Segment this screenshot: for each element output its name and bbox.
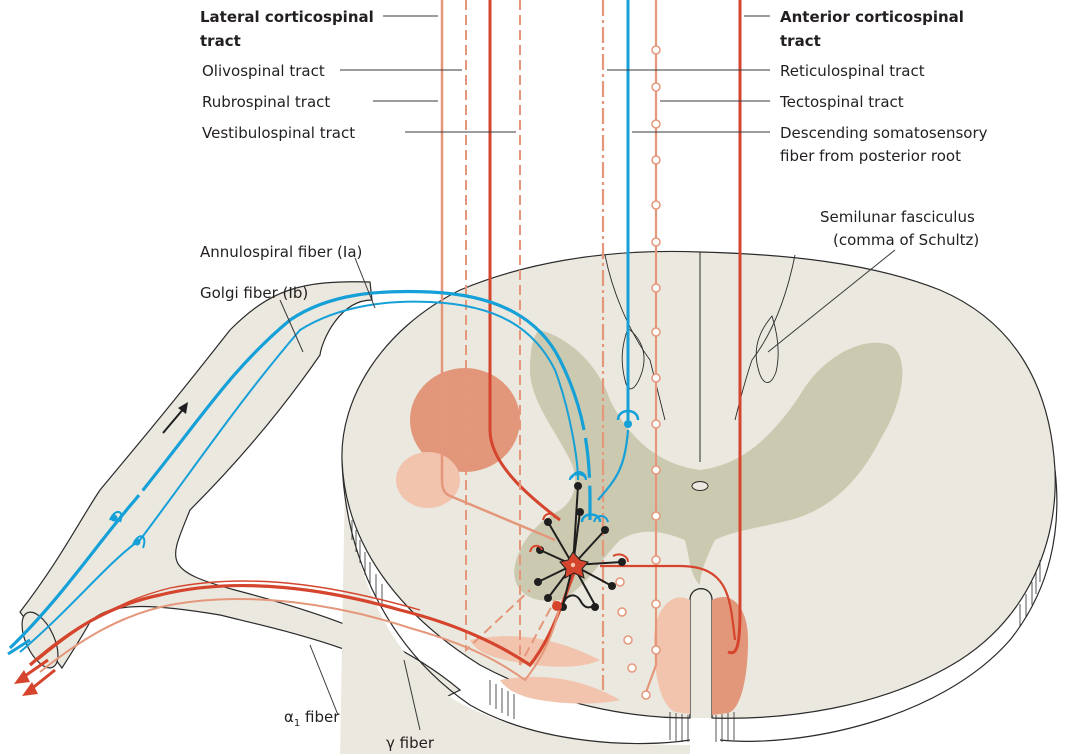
label-descending-somatosensory-1: Descending somatosensory — [780, 124, 988, 142]
label-vestibulospinal: Vestibulospinal tract — [202, 124, 355, 142]
gamma-bouton — [552, 601, 562, 611]
label-rubrospinal: Rubrospinal tract — [202, 93, 330, 111]
spinal-cord — [340, 251, 1057, 754]
label-semilunar-2: (comma of Schultz) — [833, 231, 979, 249]
label-olivospinal: Olivospinal tract — [202, 62, 325, 80]
label-lateral-corticospinal-2: tract — [200, 32, 241, 50]
label-golgi: Golgi fiber (Ib) — [200, 284, 308, 302]
alpha-motor-neuron-nucleus — [571, 563, 575, 567]
label-descending-somatosensory-2: fiber from posterior root — [780, 147, 961, 165]
motor-output-arrowhead — [14, 670, 30, 684]
label-annulospiral: Annulospiral fiber (Ia) — [200, 243, 362, 261]
label-gamma: γ fiber — [386, 734, 435, 752]
label-lateral-corticospinal-1: Lateral corticospinal — [200, 8, 374, 26]
label-semilunar-1: Semilunar fasciculus — [820, 208, 975, 226]
label-alpha1: α1 fiber — [284, 708, 340, 729]
label-reticulospinal: Reticulospinal tract — [780, 62, 925, 80]
rubrospinal-area — [396, 452, 460, 508]
label-anterior-corticospinal-2: tract — [780, 32, 821, 50]
label-anterior-corticospinal-1: Anterior corticospinal — [780, 8, 964, 26]
label-tectospinal: Tectospinal tract — [779, 93, 904, 111]
descending-somatosensory-bouton — [624, 420, 632, 428]
anterior-median-fissure — [690, 589, 712, 718]
label-alpha1-rest: fiber — [300, 708, 340, 726]
central-canal — [692, 482, 708, 491]
label-alpha1-greek: α — [284, 708, 294, 726]
